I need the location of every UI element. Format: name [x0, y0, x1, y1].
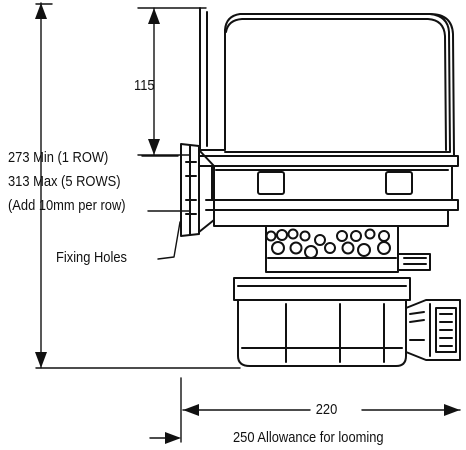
dimension-220-label: 220 [314, 401, 339, 419]
dimension-115-label: 115 [134, 77, 155, 94]
dimension-max-label: 313 Max (5 ROWS) [8, 173, 121, 190]
motor-cover [199, 7, 455, 157]
dimension-lines [35, 2, 461, 444]
fixing-holes-label: Fixing Holes [56, 249, 127, 266]
cable-glands [265, 225, 431, 273]
per-row-note: (Add 10mm per row) [8, 197, 126, 214]
side-connector [405, 299, 461, 361]
looming-allowance-label: 250 Allowance for looming [233, 429, 384, 446]
housing-band [199, 155, 459, 227]
terminal-box [233, 277, 411, 367]
dimension-min-label: 273 Min (1 ROW) [8, 149, 109, 166]
mounting-bracket [180, 143, 215, 237]
